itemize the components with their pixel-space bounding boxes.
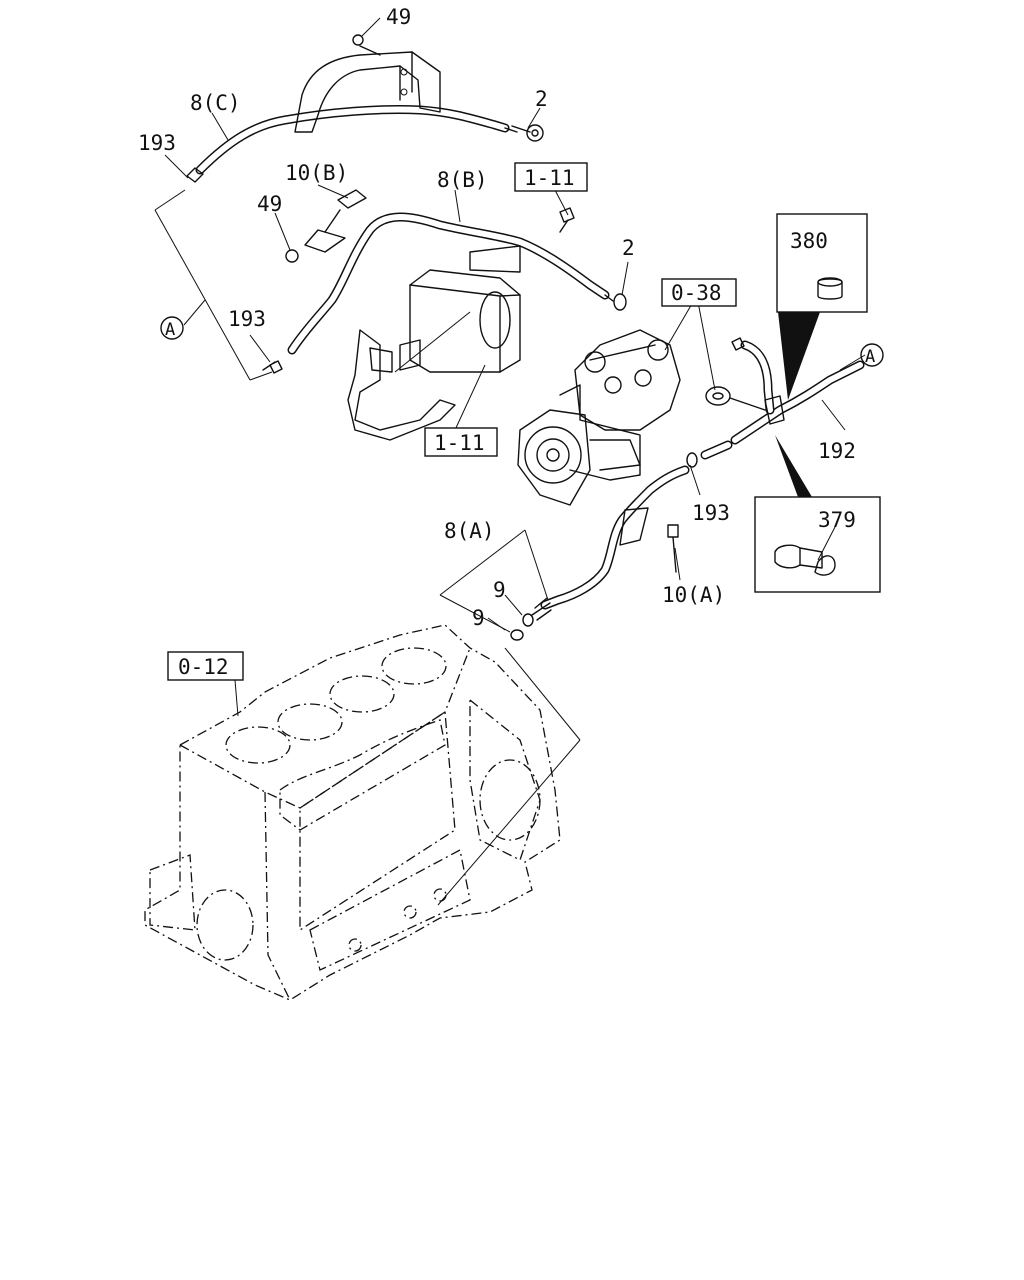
callout-labels: 49 8(C) 2 193 10(B) 8(B) 49 2 193 380 19… bbox=[138, 5, 856, 630]
reference-boxes: 1-11 1-11 0-38 0-12 bbox=[167, 162, 737, 681]
pipe-8b-assembly bbox=[262, 189, 627, 374]
callout-9b: 9 bbox=[472, 606, 485, 630]
callout-49-top: 49 bbox=[386, 5, 411, 29]
callout-10b: 10(B) bbox=[285, 161, 348, 185]
callout-8a: 8(A) bbox=[444, 519, 495, 543]
ref-1-11-top: 1-11 bbox=[524, 166, 575, 190]
inset-379 bbox=[754, 435, 881, 593]
ref-0-12: 0-12 bbox=[178, 655, 229, 679]
callout-9a: 9 bbox=[493, 578, 506, 602]
callout-379: 379 bbox=[818, 508, 856, 532]
pipe-8a-assembly bbox=[510, 465, 690, 641]
connection-markers: A A bbox=[160, 316, 884, 367]
callout-192: 192 bbox=[818, 439, 856, 463]
marker-a-left: A bbox=[165, 320, 175, 340]
ref-0-38: 0-38 bbox=[671, 281, 722, 305]
pipe-192-assembly bbox=[686, 337, 865, 468]
inset-380 bbox=[776, 213, 868, 400]
callout-8b: 8(B) bbox=[437, 168, 488, 192]
air-compressor bbox=[517, 329, 681, 506]
callout-2-top: 2 bbox=[535, 87, 548, 111]
callout-193-ml: 193 bbox=[228, 307, 266, 331]
callout-193-tl: 193 bbox=[138, 131, 176, 155]
engine-block bbox=[144, 624, 561, 1001]
marker-a-right: A bbox=[865, 347, 875, 367]
callout-193-r: 193 bbox=[692, 501, 730, 525]
callout-10a: 10(A) bbox=[662, 583, 725, 607]
callout-8c: 8(C) bbox=[190, 91, 241, 115]
pipe-8c-assembly bbox=[186, 34, 544, 183]
leader-lines bbox=[154, 17, 866, 906]
callout-2-mid: 2 bbox=[622, 236, 635, 260]
ref-1-11-bottom: 1-11 bbox=[434, 431, 485, 455]
callout-380: 380 bbox=[790, 229, 828, 253]
callout-49-mid: 49 bbox=[257, 192, 282, 216]
filter-bracket bbox=[347, 269, 521, 441]
